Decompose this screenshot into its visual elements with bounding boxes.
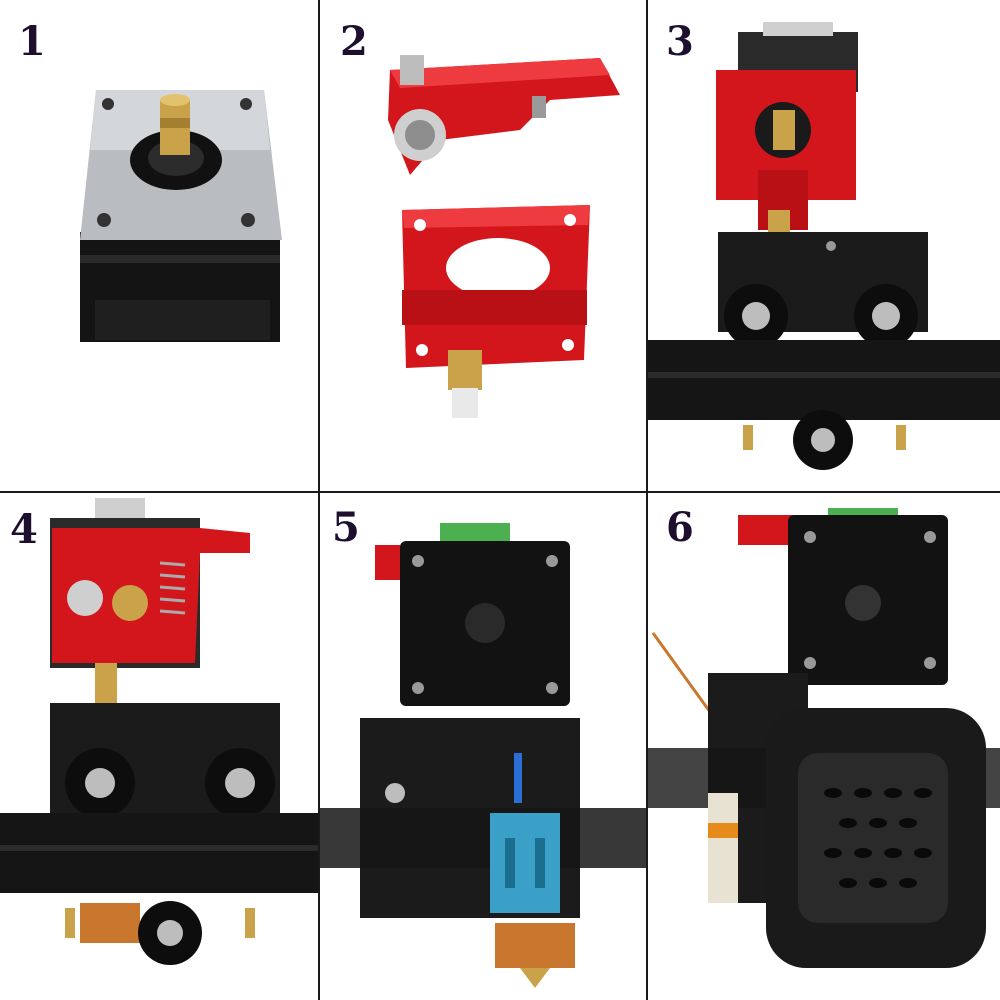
hotend-rear-image	[320, 523, 646, 988]
panel-label-3: 3	[666, 18, 694, 65]
finished-printhead-image	[648, 508, 1000, 968]
extruder-assembled-image	[0, 498, 318, 965]
panel-2-extruder-parts	[320, 0, 646, 491]
horizontal-divider	[0, 491, 1000, 493]
panel-3-extruder-mounted	[648, 0, 1000, 491]
panel-label-1: 1	[18, 18, 46, 65]
panel-6-finished-printhead	[648, 493, 1000, 1000]
panel-label-6: 6	[666, 504, 694, 551]
panel-label-5: 5	[332, 504, 360, 551]
panel-label-4: 4	[10, 506, 38, 553]
extruder-mounted-image	[648, 22, 1000, 470]
vertical-divider-right	[646, 0, 648, 1000]
panel-4-extruder-assembled	[0, 493, 318, 1000]
extruder-parts-image	[388, 55, 620, 418]
stepper-motor-image	[80, 90, 282, 342]
panel-5-hotend-rear	[320, 493, 646, 1000]
vertical-divider-left	[318, 0, 320, 1000]
panel-1-stepper-motor	[0, 0, 318, 491]
panel-label-2: 2	[340, 18, 368, 65]
